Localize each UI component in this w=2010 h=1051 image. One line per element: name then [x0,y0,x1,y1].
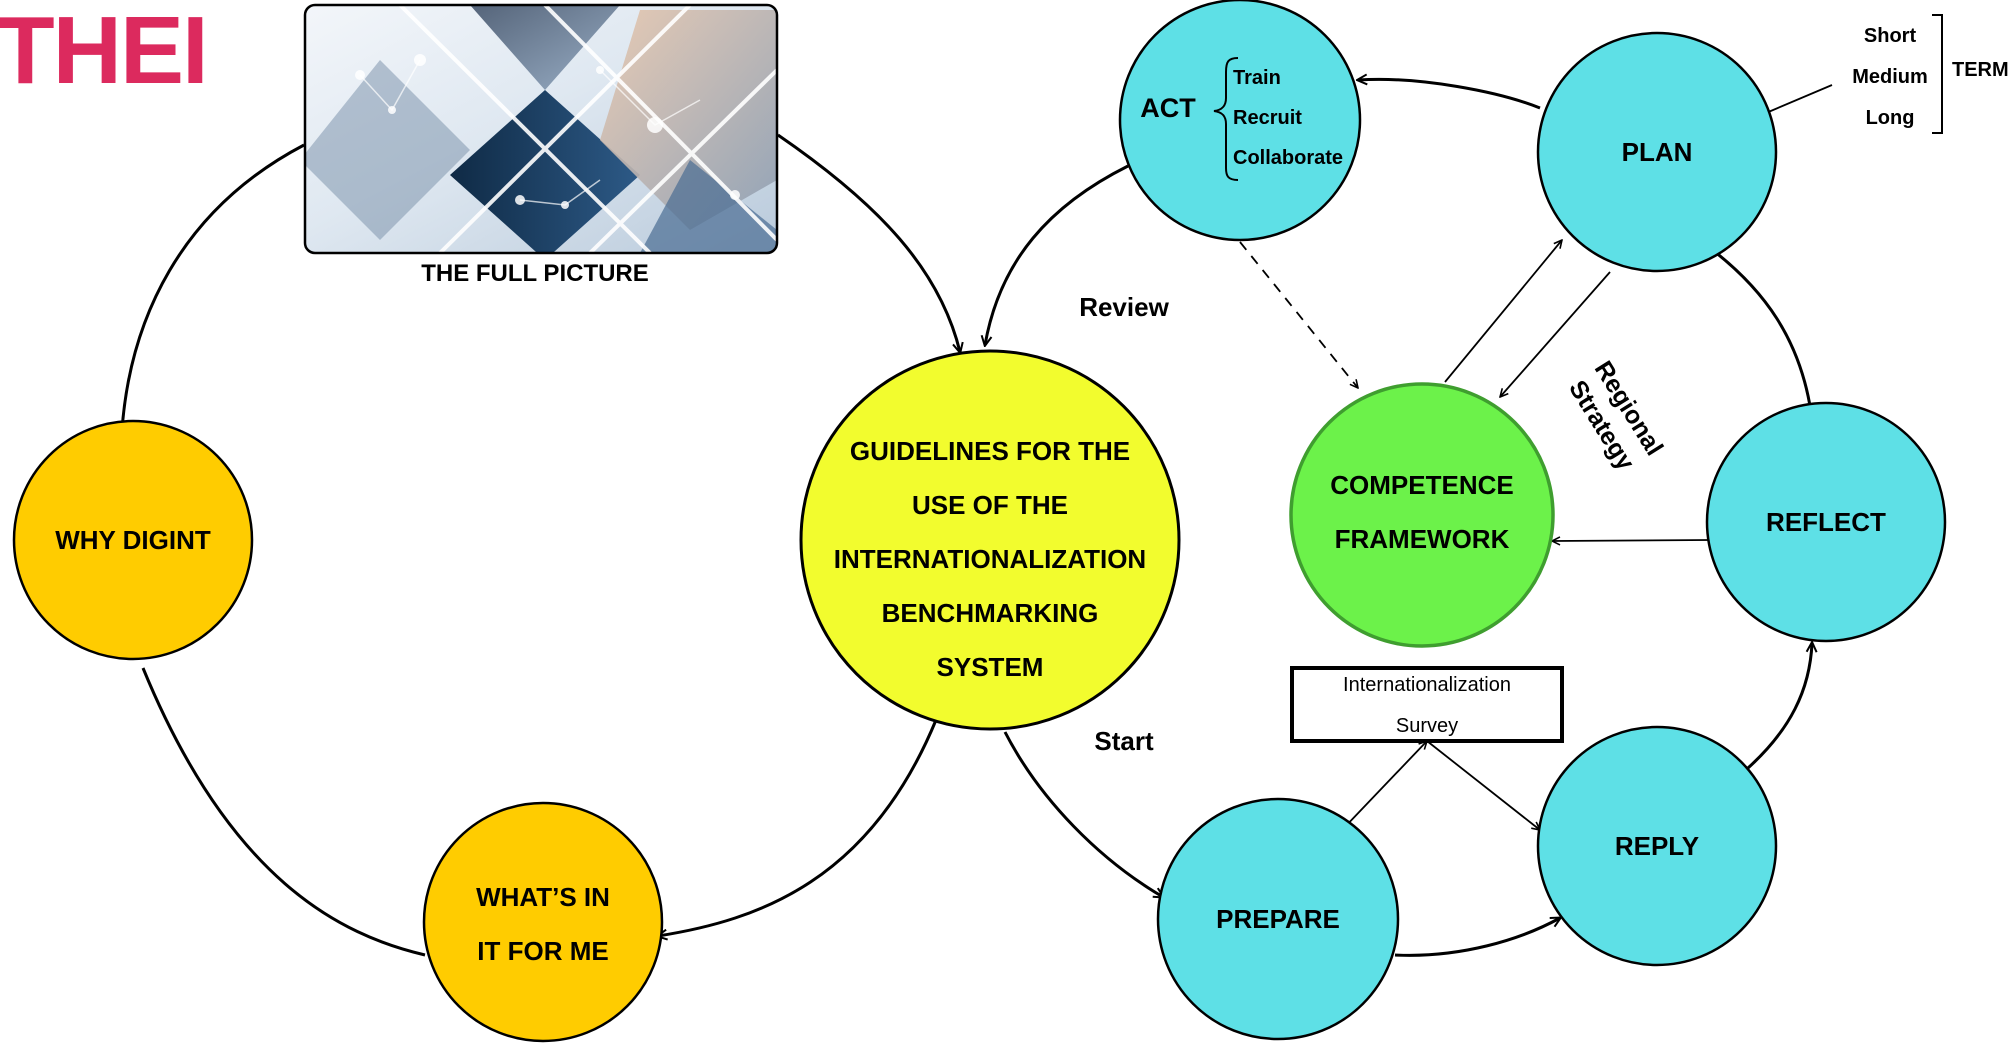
guidelines-line-1: GUIDELINES FOR THE [850,436,1130,466]
reply-node: REPLY [1536,725,1778,967]
review-label: Review [1079,292,1169,322]
term-short: Short [1864,25,1917,47]
thei-logo: THEI [0,0,207,104]
act-item-recruit: Recruit [1233,107,1302,129]
survey-line-2: Survey [1396,715,1458,737]
survey-line-1: Internationalization [1343,674,1511,696]
full-picture-caption: THE FULL PICTURE [421,260,649,287]
term-label: TERM [1952,59,2009,81]
act-brace [1213,57,1239,181]
whats-in-it-for-me-node: WHAT’S IN IT FOR ME [422,801,664,1043]
reflect-label: REFLECT [1766,507,1886,537]
framework-label: FRAMEWORK [1335,524,1510,554]
act-node: ACT Train Recruit Collaborate [1118,0,1362,242]
guidelines-node: GUIDELINES FOR THE USE OF THE INTERNATIO… [799,349,1181,731]
it-for-me-label: IT FOR ME [477,936,608,966]
guidelines-line-4: BENCHMARKING [882,598,1099,628]
competence-framework-node: COMPETENCE FRAMEWORK [1289,382,1555,648]
why-digint-label: WHY DIGINT [55,525,211,555]
left-cycle-arcs [120,133,960,957]
plan-node: PLAN [1536,31,1778,273]
start-label: Start [1094,726,1154,756]
prepare-node: PREPARE [1156,797,1400,1041]
guidelines-line-2: USE OF THE [912,490,1068,520]
prepare-label: PREPARE [1216,904,1340,934]
reply-label: REPLY [1615,831,1699,861]
right-cycle-arcs [985,79,1812,957]
term-bracket: Short Medium Long TERM [1852,14,2009,134]
why-digint-node: WHY DIGINT [12,419,254,661]
plan-label: PLAN [1622,137,1693,167]
term-medium: Medium [1852,66,1928,88]
competence-label: COMPETENCE [1330,470,1513,500]
act-item-collaborate: Collaborate [1233,147,1343,169]
act-label: ACT [1140,93,1196,123]
business-collage-image [303,3,779,255]
regional-strategy-label: Regional Strategy [1563,356,1668,475]
internationalization-survey-box: Internationalization Survey [1290,666,1564,743]
guidelines-line-5: SYSTEM [937,652,1044,682]
act-item-train: Train [1233,67,1281,89]
reflect-node: REFLECT [1705,401,1947,643]
guidelines-line-3: INTERNATIONALIZATION [834,544,1146,574]
term-long: Long [1866,107,1915,129]
whats-in-label: WHAT’S IN [476,882,610,912]
thin-connectors [1239,84,1833,830]
